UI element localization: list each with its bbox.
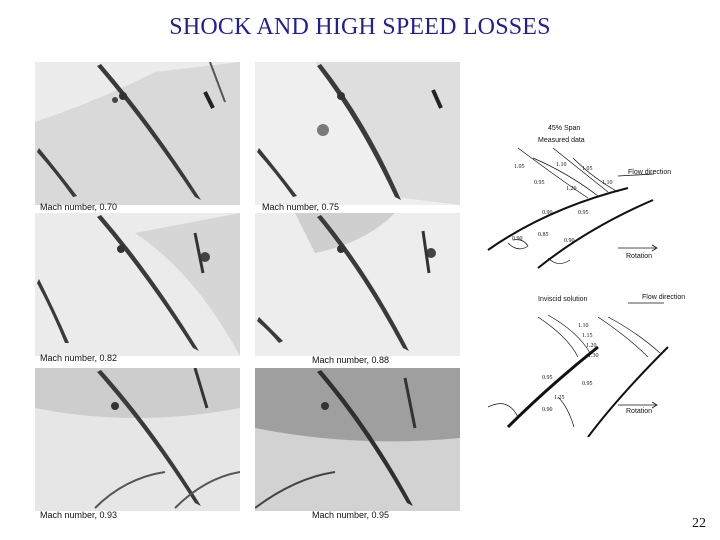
inviscid-contour-label: 1.20 [586, 343, 597, 349]
measured-contour-label: 1.05 [582, 166, 593, 172]
measured-contour-label: 1.05 [514, 164, 525, 170]
schlieren-panel-6 [255, 368, 460, 511]
inviscid-contour-label: 1.15 [582, 333, 593, 339]
inviscid-solution-diagram: Inviscid solution Flow direction 1.10 1.… [487, 294, 685, 437]
measured-flow-label: Flow direction [628, 169, 671, 176]
measured-rotation-label: Rotation [626, 253, 652, 260]
measured-contour-label: 0.90 [512, 236, 523, 242]
measured-title-2: Measured data [538, 137, 585, 144]
inviscid-contour-label: 1.30 [588, 353, 599, 359]
measured-contour-label: 0.90 [564, 238, 575, 244]
inviscid-flow-label: Flow direction [642, 294, 685, 301]
measured-contour-label: 1.10 [556, 162, 567, 168]
measured-contour-label: 0.95 [578, 210, 589, 216]
measured-data-diagram: 45% Span Measured data Flow direction 1.… [487, 125, 671, 269]
panel-caption-1: Mach number, 0.70 [40, 202, 118, 212]
measured-contour-label: 1.20 [566, 186, 577, 192]
inviscid-contour-label: 0.95 [542, 375, 553, 381]
inviscid-contour-label: 1.10 [578, 323, 589, 329]
slide-title: SHOCK AND HIGH SPEED LOSSES [169, 14, 551, 40]
panel-caption-3: Mach number, 0.82 [40, 353, 118, 363]
page-number: 22 [692, 516, 706, 531]
inviscid-rotation-label: Rotation [626, 408, 652, 415]
panel-caption-6: Mach number, 0.95 [312, 510, 390, 520]
inviscid-contour-label: 0.90 [542, 407, 553, 413]
measured-contour-label: 1.10 [602, 180, 613, 186]
schlieren-panel-4 [255, 213, 460, 356]
measured-title-1: 45% Span [548, 125, 580, 132]
measured-contour-label: 0.90 [542, 210, 553, 216]
inviscid-contour-label: 1.25 [554, 395, 565, 401]
schlieren-panel-2 [255, 62, 460, 205]
panel-caption-5: Mach number, 0.93 [40, 510, 118, 520]
inviscid-title: Inviscid solution [538, 296, 588, 303]
schlieren-panel-3 [35, 213, 240, 356]
schlieren-panel-1 [35, 62, 240, 205]
inviscid-contour-label: 0.95 [582, 381, 593, 387]
measured-contour-label: 0.95 [534, 180, 545, 186]
measured-contour-label: 0.85 [538, 232, 549, 238]
schlieren-panel-5 [35, 368, 240, 511]
panel-caption-2: Mach number, 0.75 [262, 202, 340, 212]
panel-caption-4: Mach number, 0.88 [312, 355, 390, 365]
